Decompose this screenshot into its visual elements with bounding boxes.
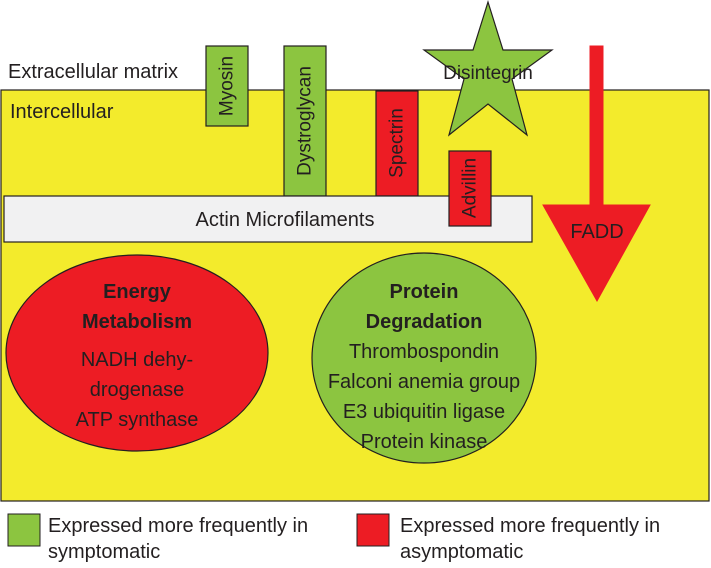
advillin-box xyxy=(448,150,492,227)
protein-item-3: E3 ubiquitin ligase xyxy=(343,401,505,423)
energy-metabolism-ellipse xyxy=(5,254,269,452)
actin-microfilaments-bar xyxy=(3,195,533,243)
energy-title-line2: Metabolism xyxy=(82,311,192,333)
energy-item-3: ATP synthase xyxy=(76,409,199,431)
energy-item-2: drogenase xyxy=(90,379,185,401)
legend-red-line2: asymptomatic xyxy=(400,541,523,563)
disintegrin-star xyxy=(422,0,554,137)
protein-title-line2: Degradation xyxy=(366,311,483,333)
energy-item-1: NADH dehy- xyxy=(81,349,193,371)
spectrin-box xyxy=(375,90,419,197)
myosin-box xyxy=(205,45,249,127)
protein-item-4: Protein kinase xyxy=(361,431,488,453)
protein-item-2: Falconi anemia group xyxy=(328,371,520,393)
protein-degradation-ellipse xyxy=(311,252,537,464)
dystroglycan-label: Dystroglycan xyxy=(295,66,316,176)
intercellular-label: Intercellular xyxy=(10,101,114,123)
protein-title-line1: Protein xyxy=(390,281,459,303)
myosin-label: Myosin xyxy=(217,56,238,116)
spectrin-label: Spectrin xyxy=(387,108,408,178)
actin-label: Actin Microfilaments xyxy=(196,209,375,231)
legend-green-line1: Expressed more frequently in xyxy=(48,515,308,537)
fadd-arrow xyxy=(542,45,651,303)
disintegrin-label: Disintegrin xyxy=(443,63,533,84)
protein-item-1: Thrombospondin xyxy=(349,341,499,363)
legend-red-swatch xyxy=(356,513,390,547)
legend-green-line2: symptomatic xyxy=(48,541,160,563)
legend-red-line1: Expressed more frequently in xyxy=(400,515,660,537)
advillin-label: Advillin xyxy=(460,158,481,218)
energy-title-line1: Energy xyxy=(103,281,172,303)
fadd-label: FADD xyxy=(570,221,623,243)
extracellular-label: Extracellular matrix xyxy=(8,61,178,83)
legend-green-swatch xyxy=(7,513,41,547)
dystroglycan-box xyxy=(283,45,327,197)
